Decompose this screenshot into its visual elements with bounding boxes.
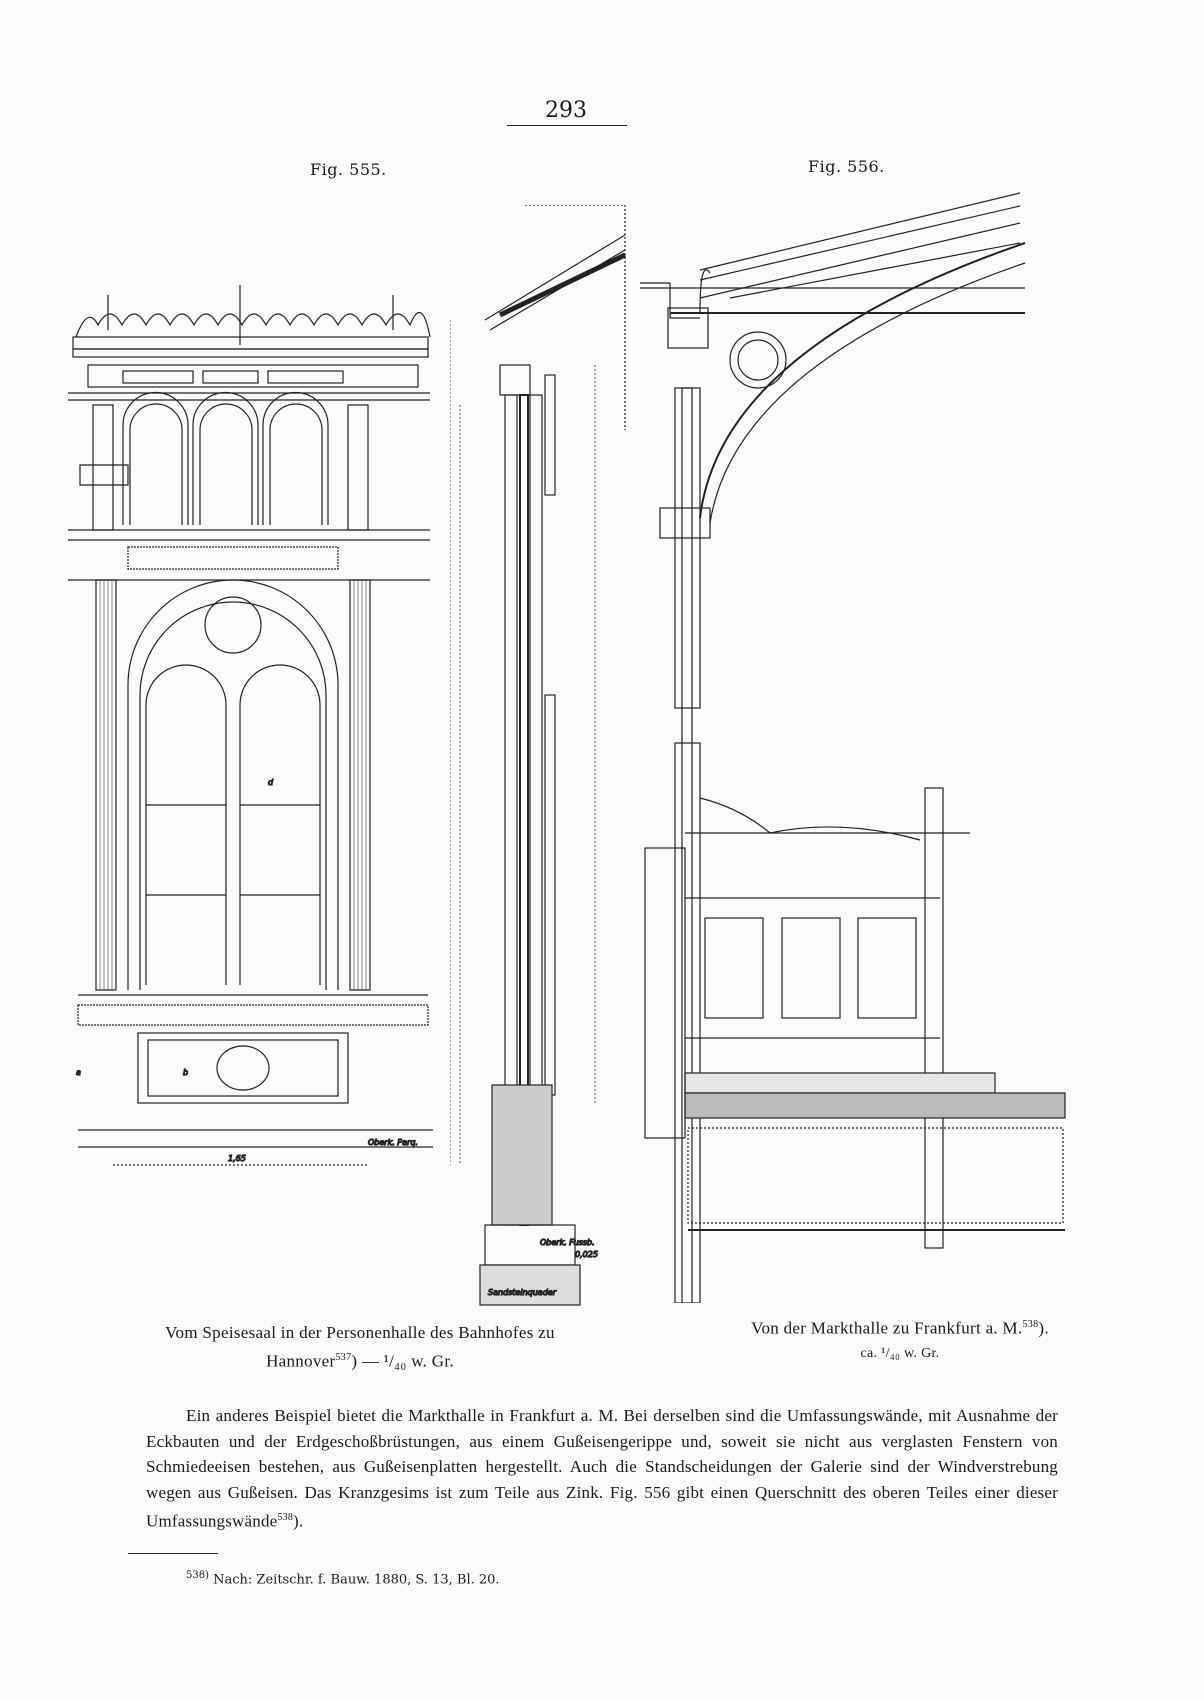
page-number: 293: [545, 98, 587, 123]
page-number-rule: [507, 125, 627, 126]
mark-b: b: [183, 1068, 188, 1077]
parquet-label: Oberk. Parq.: [368, 1138, 418, 1147]
fig-555-caption-line2: Hannover: [266, 1351, 336, 1371]
fig-556-section-drawing: [640, 192, 1066, 1303]
fig-555-elevation-drawing: 1,65 c d a b Oberk. Parq.: [68, 285, 433, 1166]
mark-a: a: [76, 1068, 81, 1077]
floor-label: Oberk. Fussb.: [540, 1238, 595, 1247]
footnote-text: Nach: Zeitschr. f. Bauw. 1880, S. 13, Bl…: [213, 1572, 500, 1588]
body-paragraph: Ein anderes Beispiel bietet die Markthal…: [146, 1403, 1058, 1534]
main-arched-window: [127, 579, 339, 990]
columns: [95, 579, 371, 991]
footnote-rule: [128, 1553, 218, 1554]
fig-555-caption-line1: Vom Speisesaal in der Personenhalle des …: [165, 1323, 555, 1342]
fig-555-section-drawing: Oberk. Fussb. 0,025 Sandsteinquader: [450, 205, 627, 1306]
fig-556-caption-line2: ca. ¹/₄₀ w. Gr.: [860, 1345, 940, 1361]
footnote: 538) Nach: Zeitschr. f. Bauw. 1880, S. 1…: [186, 1570, 500, 1587]
base-stone-label: Sandsteinquader: [488, 1288, 557, 1297]
width-dimension: 1,65: [228, 1154, 246, 1163]
fig-555-caption: Vom Speisesaal in der Personenhalle des …: [110, 1320, 610, 1374]
body-end: ).: [293, 1511, 304, 1531]
footnote-number: 538): [186, 1570, 209, 1581]
upper-arched-windows: [122, 391, 329, 525]
cresting: [75, 285, 431, 345]
fig-555-caption-scale: ) — ¹/₄₀ w. Gr.: [351, 1351, 454, 1371]
offset-label: 0,025: [575, 1250, 598, 1259]
fig-556-caption: Von der Markthalle zu Frankfurt a. M.538…: [690, 1312, 1110, 1366]
body-text: Ein anderes Beispiel bietet die Markthal…: [146, 1406, 1058, 1531]
mark-d: d: [268, 778, 274, 787]
body-footnote-ref: 538: [277, 1512, 294, 1523]
fig-556-label: Fig. 556.: [808, 157, 885, 176]
fig-556-caption-line1: Von der Markthalle zu Frankfurt a. M.: [751, 1318, 1023, 1338]
fig-556-footnote-ref: 538: [1022, 1319, 1039, 1330]
fig-555-footnote-ref: 537: [335, 1352, 352, 1363]
fig-555-label: Fig. 555.: [310, 160, 387, 179]
